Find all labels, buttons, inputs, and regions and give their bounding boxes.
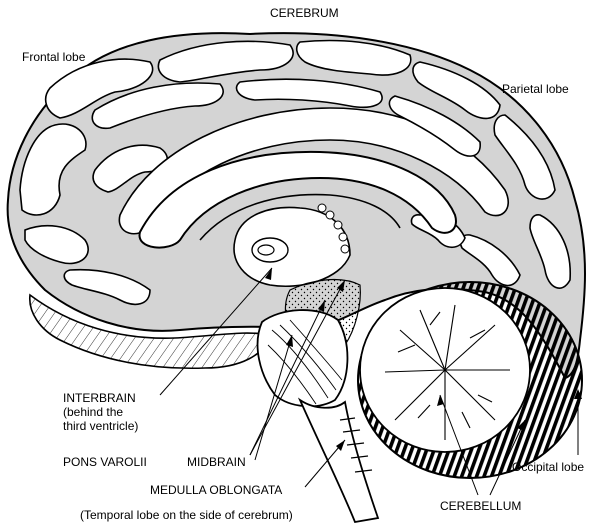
label-temporal-note: (Temporal lobe on the side of cerebrum) [80,508,293,522]
gyrus-medial-3 [388,95,481,157]
leader-midbrain-2 [249,299,326,456]
label-medulla-oblongata: MEDULLA OBLONGATA [150,483,283,497]
leader-lines [159,267,579,496]
gyrus-medial-1 [91,82,224,130]
label-occipital-lobe: Occipital lobe [512,460,585,474]
choroid-plexus [317,203,350,254]
gyri-group [19,39,571,306]
thalamus [233,206,351,287]
label-parietal-lobe: Parietal lobe [502,82,569,96]
gyrus-frontal-3 [24,224,89,265]
arrowhead-interbrain [265,268,272,280]
leader-pons [254,334,293,461]
leader-cerebellum-2 [489,419,526,496]
pons-striations [267,319,343,405]
label-midbrain: MIDBRAIN [187,455,246,469]
arrowhead-cerebellum-2 [517,420,525,431]
arrowhead-cerebellum-1 [437,395,444,406]
gyrus-lower-frontal [63,268,151,306]
arrowheads [265,268,582,451]
leader-interbrain [159,267,273,396]
arrowhead-medulla [336,440,345,451]
arrowhead-pons [286,335,293,347]
temporal-lobe-medial [29,293,271,370]
gyrus-parietal-2 [529,214,571,289]
medulla-oblongata [297,397,380,524]
leader-cerebellum-1 [439,394,479,496]
gyrus-frontal-4 [92,144,168,193]
label-frontal-lobe: Frontal lobe [22,50,86,64]
gyrus-frontal-2 [19,123,87,216]
arrowhead-midbrain-1 [337,280,345,292]
label-interbrain: INTERBRAIN (behind the third ventricle) [63,391,139,433]
label-cerebrum: CEREBRUM [270,6,339,20]
arbor-vitae [384,304,510,440]
gyrus-parietal-1 [493,114,556,200]
leader-midbrain-1 [249,279,346,456]
label-pons-varolii: PONS VAROLII [63,455,147,469]
arrowhead-occipital [574,389,582,399]
gyrus-medial-2 [235,78,383,108]
gyrus-superior-2 [295,39,412,76]
gyrus-superior-3 [412,61,501,120]
gyrus-superior-1 [157,40,294,83]
fornix [199,193,401,241]
gyrus-frontal-1 [44,58,154,119]
arrowhead-midbrain-2 [318,300,325,312]
label-cerebellum: CEREBELLUM [440,499,522,513]
corpus-callosum [138,150,457,249]
medulla-striations [339,417,373,473]
thalamus-nucleus-inner [257,244,275,256]
